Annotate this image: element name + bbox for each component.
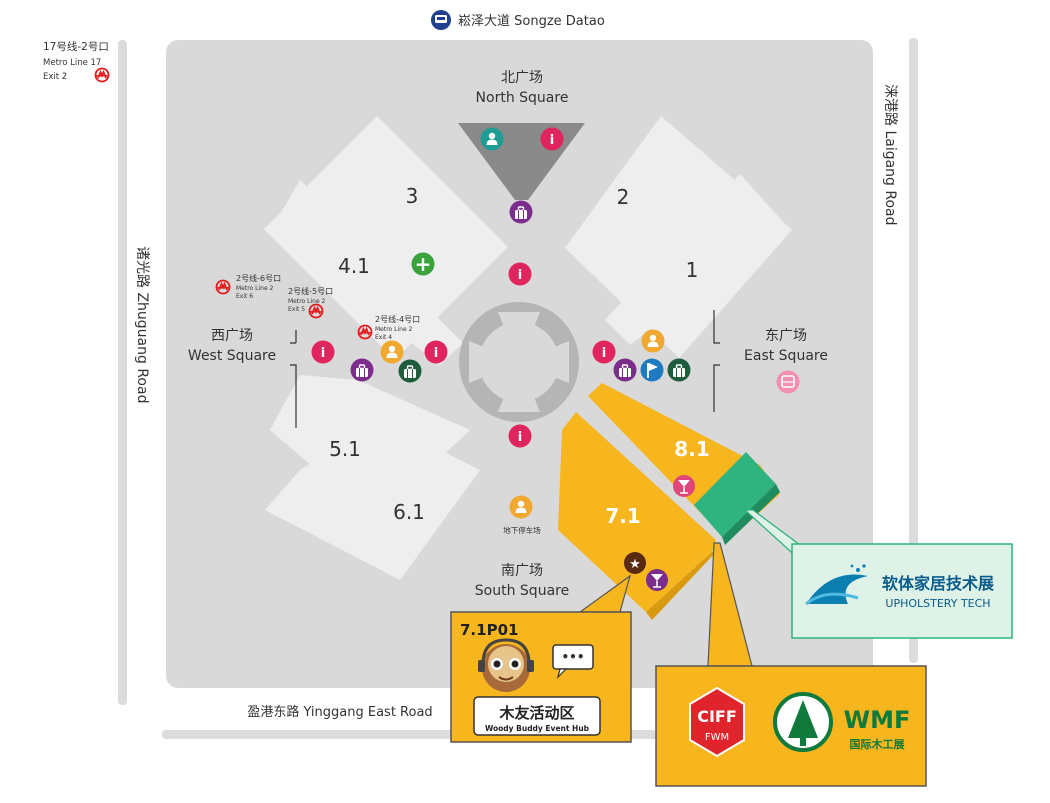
metro17-exit-en1: Metro Line 17 (43, 58, 101, 68)
upholstery-zone (694, 452, 776, 537)
metro2-exit5-en2: Exit 5 (288, 306, 305, 313)
cocktail-icon (673, 475, 695, 497)
svg-text:WMF: WMF (844, 706, 911, 734)
wmf-logo: WMF 国际木工展 (773, 692, 911, 752)
hall-2 (565, 116, 792, 358)
south-square-cn: 南广场 (501, 563, 543, 579)
hall-8-1-label: 8.1 (674, 437, 709, 461)
metro2-exit5-cn: 2号线-5号口 (288, 286, 333, 296)
info-icon: i (508, 262, 532, 286)
hall-4-1-label: 4.1 (338, 254, 370, 278)
event-star-icon[interactable]: ★ (624, 552, 646, 574)
first-aid-icon: + (411, 252, 435, 276)
svg-text:•••: ••• (561, 650, 584, 664)
west-square-en: West Square (188, 348, 276, 364)
hall-3-label: 3 (406, 184, 419, 208)
info-icon: i (424, 340, 448, 364)
upholstery-wave-logo (805, 564, 868, 606)
east-square-en: East Square (744, 348, 828, 364)
svg-text:i: i (602, 346, 606, 361)
south-square-en: South Square (475, 583, 569, 599)
event-hub-callout[interactable]: 7.1P01 ••• 木友活动区 Woody Buddy Event Hub (450, 574, 632, 743)
upholstery-en: UPHOLSTERY TECH (885, 597, 990, 610)
hall-1 (605, 174, 785, 345)
svg-text:i: i (321, 346, 325, 361)
luggage-icon (667, 358, 691, 382)
flag-icon (640, 358, 664, 382)
luggage-icon (613, 358, 637, 382)
svg-text:i: i (550, 133, 554, 148)
west-road-label: 诸光路 Zhuguang Road (134, 246, 150, 403)
hall-1-label: 1 (686, 258, 699, 282)
metro2-exit4-en2: Exit 4 (375, 334, 392, 341)
east-square-cn: 东广场 (765, 328, 807, 344)
hall-3 (264, 116, 508, 360)
hall-6-1 (265, 420, 480, 580)
metro2-exit6-cn: 2号线-6号口 (236, 273, 281, 283)
parking-icon (509, 495, 533, 519)
svg-text:国际木工展: 国际木工展 (850, 737, 906, 751)
visitor-service-icon (641, 329, 665, 353)
north-square-cn: 北广场 (501, 70, 543, 86)
cocktail-icon (646, 569, 668, 591)
svg-text:i: i (518, 268, 522, 283)
event-hub-code: 7.1P01 (460, 621, 518, 639)
visitor-service-icon (480, 127, 504, 151)
west-road (118, 40, 127, 705)
luggage-icon (350, 358, 374, 382)
luggage-icon (509, 200, 533, 224)
svg-text:i: i (518, 430, 522, 445)
metro2-exit6-en1: Metro Line 2 (236, 285, 274, 292)
parking-label: 地下停车场 (503, 525, 541, 535)
metro17-exit-en2: Exit 2 (43, 72, 67, 82)
hall-5-1-label: 5.1 (329, 437, 361, 461)
event-hub-title-cn: 木友活动区 (498, 704, 574, 722)
ciff-wmf-callout[interactable]: CIFF FWM WMF 国际木工展 (655, 542, 927, 787)
hall-7-1-label: 7.1 (605, 504, 640, 528)
svg-text:★: ★ (629, 557, 641, 572)
woody-buddy-mascot (478, 638, 534, 692)
east-road (909, 38, 918, 663)
east-road-label: 涞港路 Laigang Road (882, 84, 898, 226)
metro2-exit6-en2: Exit 6 (236, 293, 253, 300)
svg-text:FWM: FWM (705, 732, 729, 743)
visitor-service-icon (380, 340, 404, 364)
upholstery-tech-callout[interactable]: 软体家居技术展 UPHOLSTERY TECH (743, 509, 1013, 639)
north-road-label: 崧泽大道 Songze Datao (458, 14, 605, 29)
upholstery-cn: 软体家居技术展 (882, 574, 995, 593)
hall-6-1-label: 6.1 (393, 500, 425, 524)
south-road-label: 盈港东路 Yinggang East Road (247, 704, 432, 720)
luggage-icon (398, 359, 422, 383)
north-square-en: North Square (476, 90, 569, 106)
event-hub-title-en: Woody Buddy Event Hub (485, 724, 590, 733)
bus-stop-icon (776, 370, 800, 394)
west-square-cn: 西广场 (211, 328, 253, 344)
info-icon: i (592, 340, 616, 364)
metro2-exit5-en1: Metro Line 2 (288, 298, 326, 305)
hall-2-label: 2 (617, 185, 630, 209)
info-icon: i (540, 127, 564, 151)
hall-4-1 (270, 180, 463, 365)
svg-text:+: + (415, 252, 432, 276)
info-icon: i (311, 340, 335, 364)
svg-text:CIFF: CIFF (697, 707, 737, 726)
ciff-logo: CIFF FWM (689, 686, 745, 758)
metro2-exit4-en1: Metro Line 2 (375, 326, 413, 333)
metro-icon (94, 67, 110, 83)
svg-text:i: i (434, 346, 438, 361)
hall-7-1-highlight (558, 412, 716, 612)
metro17-exit-cn: 17号线-2号口 (43, 40, 109, 53)
info-icon: i (508, 424, 532, 448)
speech-bubble-icon: ••• (552, 644, 594, 679)
metro2-exit4-cn: 2号线-4号口 (375, 314, 420, 324)
